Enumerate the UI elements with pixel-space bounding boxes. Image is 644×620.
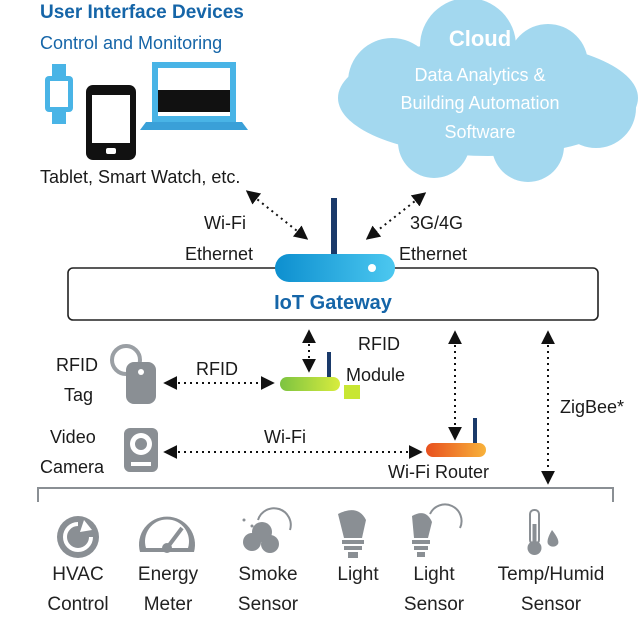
rfid-module-icon <box>280 352 360 399</box>
gauge-icon <box>139 516 195 553</box>
arrow-ui-gateway <box>245 190 309 240</box>
gateway-label: IoT Gateway <box>274 292 392 314</box>
wifi-router-icon <box>426 418 486 457</box>
link-label-ethernet-right: Ethernet <box>399 244 468 264</box>
rfid-link-label: RFID <box>196 359 238 379</box>
link-label-3g4g: 3G/4G <box>410 213 464 233</box>
sensor-label-light: Light <box>337 564 379 585</box>
camera-icon <box>124 428 158 472</box>
gateway-router-icon <box>275 198 395 282</box>
thermometer-icon <box>527 509 559 555</box>
zigbee-label: ZigBee* <box>560 397 625 417</box>
rfid-tag-label-2: Tag <box>64 385 94 405</box>
rfid-tag-label-1: RFID <box>56 355 98 375</box>
cloud-shape <box>338 0 638 182</box>
laptop-icon <box>140 62 248 130</box>
cloud-line-3: Software <box>444 122 516 142</box>
cloud-line-1: Data Analytics & <box>414 65 546 85</box>
rfid-module-label-1: RFID <box>358 334 400 354</box>
smartwatch-icon <box>45 64 73 124</box>
link-label-ethernet-left: Ethernet <box>185 244 254 264</box>
rfid-module-label-2: Module <box>346 365 406 385</box>
bulb-sensor-icon <box>412 503 463 557</box>
sensors-bracket <box>37 487 614 502</box>
ui-devices-title: User Interface Devices <box>40 2 244 23</box>
camera-link-label: Wi-Fi <box>264 427 306 447</box>
camera-label-2: Camera <box>40 457 105 477</box>
ui-devices-subtitle: Control and Monitoring <box>40 33 223 53</box>
devices-caption: Tablet, Smart Watch, etc. <box>40 167 241 187</box>
cloud-title: Cloud <box>448 26 512 51</box>
cloud-line-2: Building Automation <box>400 93 560 113</box>
router-label: Wi-Fi Router <box>388 462 490 482</box>
phone-icon <box>86 85 136 160</box>
rfid-tag-icon <box>110 344 156 404</box>
bulb-icon <box>338 510 366 558</box>
link-label-wifi: Wi-Fi <box>204 213 246 233</box>
smoke-icon <box>242 507 292 553</box>
hvac-icon <box>57 516 99 558</box>
camera-label-1: Video <box>50 427 96 447</box>
